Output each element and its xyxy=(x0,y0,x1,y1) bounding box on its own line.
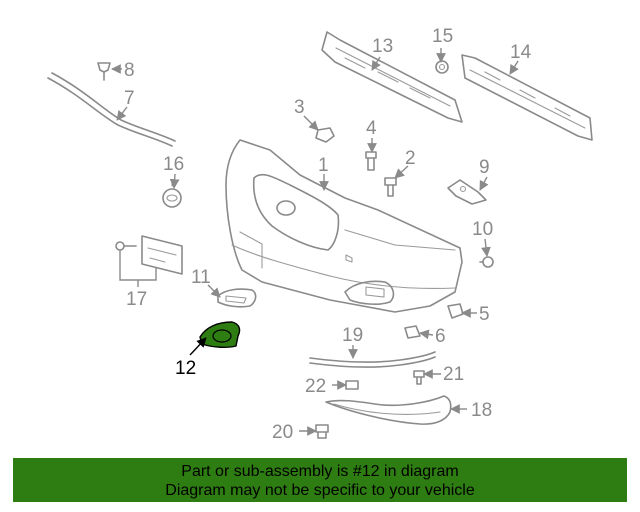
callout-22: 22 xyxy=(305,376,326,397)
callout-11: 11 xyxy=(191,267,211,288)
callout-13: 13 xyxy=(372,36,393,57)
part-13-energy-absorber xyxy=(321,31,463,123)
part-6-clip xyxy=(404,325,421,339)
callout-1: 1 xyxy=(318,155,329,176)
callout-4: 4 xyxy=(366,118,377,139)
callout-18: 18 xyxy=(471,400,492,421)
callout-21: 21 xyxy=(443,364,464,385)
part-4-bolt xyxy=(365,151,377,171)
callout-5: 5 xyxy=(479,304,490,325)
part-11-fog-cover xyxy=(217,288,257,308)
callout-7: 7 xyxy=(124,88,135,109)
part-19-lower-molding xyxy=(309,351,436,368)
part-3-clip xyxy=(315,127,335,143)
part-18-lower-spoiler xyxy=(325,395,452,425)
callout-20: 20 xyxy=(272,422,293,443)
parts-diagram: 1 2 3 4 5 6 7 8 9 10 11 12 13 14 15 16 1… xyxy=(47,26,593,443)
part-8-clip xyxy=(97,62,111,81)
leader-lines xyxy=(111,48,519,436)
info-banner: Part or sub-assembly is #12 in diagram D… xyxy=(13,458,627,502)
part-22-clip xyxy=(345,380,359,390)
part-5-clip xyxy=(447,303,464,319)
part-9-bracket xyxy=(447,179,487,205)
callout-3: 3 xyxy=(294,97,305,118)
callout-16: 16 xyxy=(163,154,184,175)
callout-15: 15 xyxy=(432,26,453,47)
callout-12: 12 xyxy=(175,358,196,379)
part-17-license-bracket xyxy=(115,235,183,275)
part-10-screw xyxy=(479,256,494,268)
callout-19: 19 xyxy=(342,325,363,346)
callout-17: 17 xyxy=(126,289,147,310)
part-21-clip xyxy=(413,370,425,385)
part-16-emblem xyxy=(162,181,182,208)
part-12-fog-cover-highlighted xyxy=(199,321,241,349)
part-14-reinforcement xyxy=(461,54,593,141)
banner-line-disclaimer: Diagram may not be specific to your vehi… xyxy=(165,482,475,499)
part-2-bolt xyxy=(384,177,397,197)
callout-9: 9 xyxy=(479,157,490,178)
callout-14: 14 xyxy=(510,42,532,63)
callout-2: 2 xyxy=(405,148,416,169)
banner-line-part: Part or sub-assembly is #12 in diagram xyxy=(181,463,459,480)
callout-8: 8 xyxy=(124,60,135,81)
callout-6: 6 xyxy=(435,326,446,347)
part-15-nut xyxy=(435,60,449,74)
part-1-bumper-cover xyxy=(225,139,463,313)
leader-line-12 xyxy=(189,337,207,356)
part-7-molding-strip xyxy=(47,72,176,147)
part-20-bolt xyxy=(315,424,329,439)
callout-10: 10 xyxy=(472,219,493,240)
callout-labels: 1 2 3 4 5 6 7 8 9 10 11 12 13 14 15 16 1… xyxy=(124,26,532,443)
